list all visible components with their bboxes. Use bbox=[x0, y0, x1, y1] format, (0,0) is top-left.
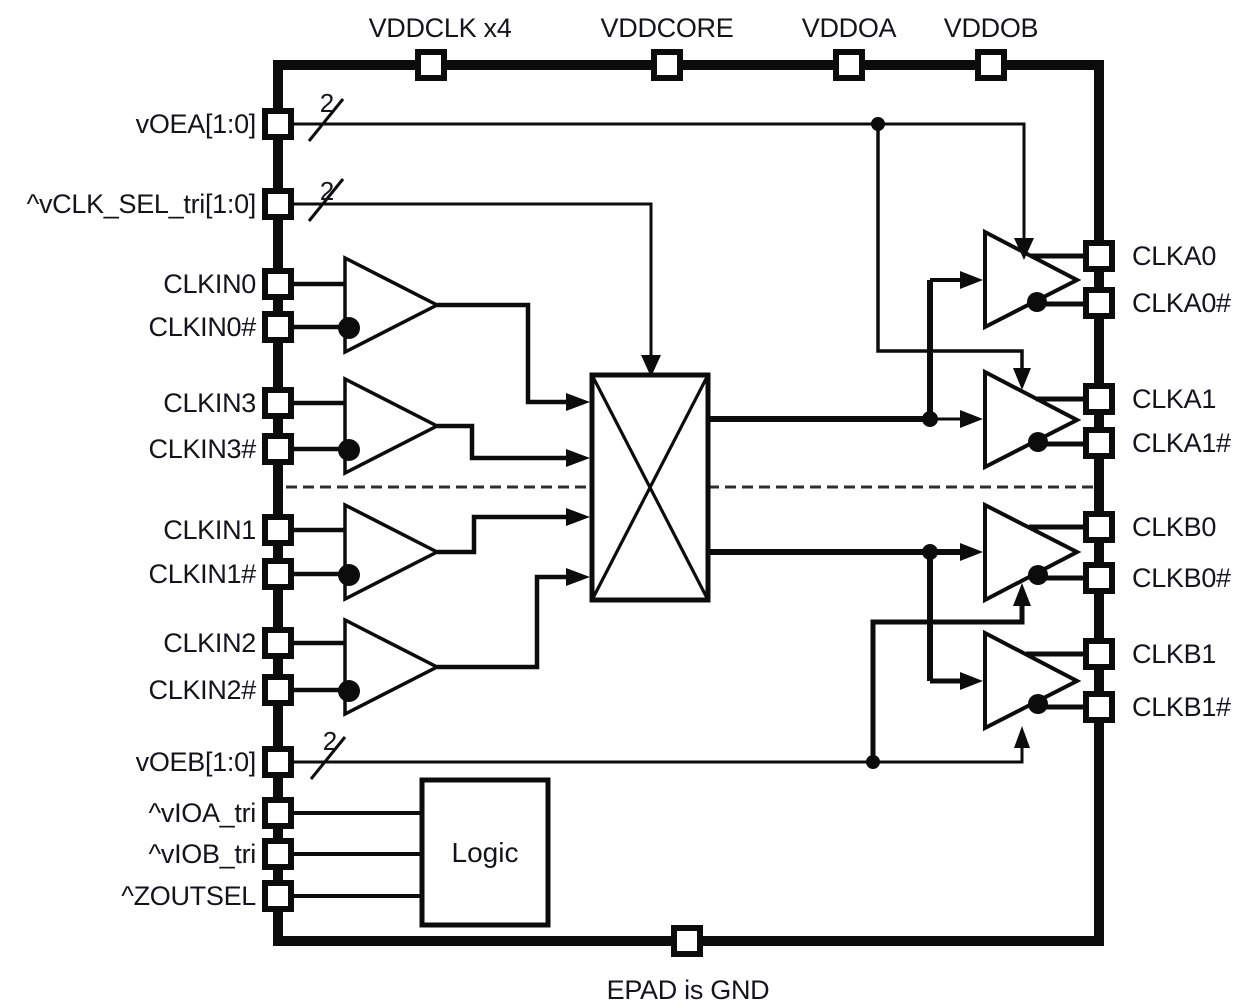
pin-vddoa bbox=[833, 49, 865, 81]
epad-note: EPAD is GND bbox=[606, 975, 770, 1005]
pin-label-vclk-sel-tri: ^vCLK_SEL_tri[1:0] bbox=[26, 189, 257, 219]
voea-net bbox=[290, 117, 1034, 390]
clkin0-input-buffer bbox=[343, 255, 441, 355]
pin-clkin3 bbox=[262, 387, 294, 419]
clkin1-input-buffer bbox=[343, 502, 441, 602]
bus-width-label-voeb: 2 bbox=[322, 726, 338, 756]
clkb-bus bbox=[708, 543, 983, 690]
pin-clkb0 bbox=[1083, 511, 1115, 543]
bus-width-label-voea: 2 bbox=[319, 88, 335, 118]
pin-label-clkb0: CLKB0 bbox=[1132, 512, 1217, 542]
pin-clka1 bbox=[1083, 383, 1115, 415]
pin-clkin2 bbox=[262, 627, 294, 659]
clka0-output-lines bbox=[1027, 253, 1092, 312]
voeb-net bbox=[290, 583, 1031, 769]
pin-clkb1n bbox=[1083, 691, 1115, 723]
clka1-output-buffer bbox=[983, 368, 1082, 471]
pin-label-vddclk: VDDCLK x4 bbox=[368, 13, 512, 43]
clkin0-net bbox=[290, 281, 590, 411]
bus-width-label-vclk-sel: 2 bbox=[319, 176, 335, 206]
clkb0-output-buffer bbox=[983, 501, 1082, 604]
pin-clkin3n bbox=[262, 433, 294, 465]
logic-block-label: Logic bbox=[451, 836, 519, 868]
pin-label-clkin0: CLKIN0 bbox=[163, 269, 256, 299]
pin-clkin1 bbox=[262, 514, 294, 546]
pin-vclk-sel-tri bbox=[262, 188, 294, 220]
pin-label-clkin3n: CLKIN3# bbox=[148, 434, 257, 464]
pin-clkin0n bbox=[262, 311, 294, 343]
pin-label-clkb1n: CLKB1# bbox=[1132, 692, 1231, 722]
bus-width-slashes bbox=[307, 98, 347, 780]
pin-label-clka0: CLKA0 bbox=[1132, 241, 1217, 271]
pin-label-vddcore: VDDCORE bbox=[600, 13, 734, 43]
clka0-output-buffer bbox=[983, 228, 1082, 331]
pin-label-viob-tri: ^vIOB_tri bbox=[148, 839, 257, 869]
clkin3-net bbox=[290, 400, 590, 467]
pin-vddclk bbox=[415, 49, 447, 81]
clka1-output-lines bbox=[1028, 396, 1092, 452]
pin-vioa-tri bbox=[262, 797, 294, 829]
pin-voea bbox=[262, 108, 294, 140]
logic-input-nets bbox=[290, 811, 424, 898]
pin-label-zoutsel: ^ZOUTSEL bbox=[121, 881, 256, 911]
pin-label-vddoa: VDDOA bbox=[801, 13, 897, 43]
pin-epad bbox=[671, 925, 703, 957]
pin-label-clka1: CLKA1 bbox=[1132, 384, 1217, 414]
vclk-sel-net bbox=[290, 202, 661, 377]
pin-label-vddob: VDDOB bbox=[943, 13, 1039, 43]
pin-label-clkb1: CLKB1 bbox=[1132, 639, 1217, 669]
logic-block bbox=[419, 777, 551, 928]
clkin2-input-buffer bbox=[343, 617, 441, 717]
pin-vddob bbox=[975, 49, 1007, 81]
clka-bus bbox=[708, 271, 983, 428]
pin-label-clkin3: CLKIN3 bbox=[163, 388, 256, 418]
pin-clka0 bbox=[1083, 240, 1115, 272]
clkin2-net bbox=[290, 568, 590, 702]
pin-zoutsel bbox=[262, 880, 294, 912]
pin-voeb bbox=[262, 746, 294, 778]
pin-label-clka1n: CLKA1# bbox=[1132, 428, 1231, 458]
pin-viob-tri bbox=[262, 838, 294, 870]
pin-clkin1n bbox=[262, 558, 294, 590]
clkin1-net bbox=[290, 508, 590, 586]
pin-clkb0n bbox=[1083, 562, 1115, 594]
pin-label-clkin1: CLKIN1 bbox=[163, 515, 256, 545]
pin-label-voeb: vOEB[1:0] bbox=[135, 747, 257, 777]
pin-label-clkb0n: CLKB0# bbox=[1132, 563, 1231, 593]
crossbar-switch bbox=[589, 372, 711, 603]
pin-label-clkin0n: CLKIN0# bbox=[148, 312, 257, 342]
pin-clka1n bbox=[1083, 427, 1115, 459]
pin-label-clkin1n: CLKIN1# bbox=[148, 559, 257, 589]
pin-clkin0 bbox=[262, 268, 294, 300]
clkin3-input-buffer bbox=[343, 376, 441, 476]
pin-clkin2n bbox=[262, 674, 294, 706]
pin-vddcore bbox=[651, 49, 683, 81]
pin-label-clka0n: CLKA0# bbox=[1132, 288, 1231, 318]
pin-label-voea: vOEA[1:0] bbox=[135, 109, 257, 139]
pin-clkb1 bbox=[1083, 638, 1115, 670]
pin-clka0n bbox=[1083, 287, 1115, 319]
pin-label-clkin2: CLKIN2 bbox=[163, 628, 256, 658]
clkb1-output-buffer bbox=[983, 629, 1082, 732]
pin-label-vioa-tri: ^vIOA_tri bbox=[148, 798, 257, 828]
pin-label-clkin2n: CLKIN2# bbox=[148, 675, 257, 705]
